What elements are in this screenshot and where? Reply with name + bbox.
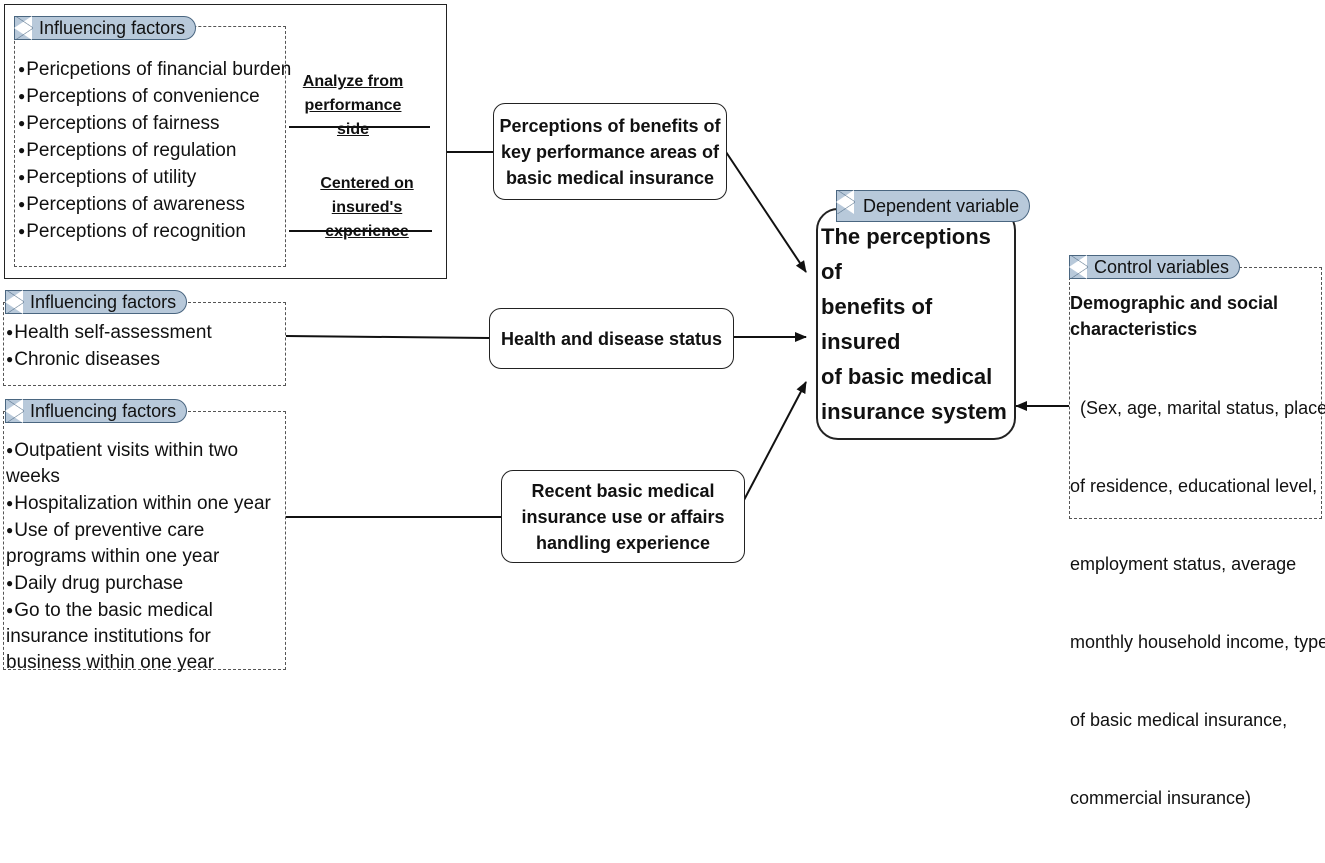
factor-institution-business: Go to the basic medical insurance instit… bbox=[6, 597, 282, 676]
factor-health-self-assessment: Health self-assessment bbox=[6, 319, 211, 346]
mediator-benefits-box: Perceptions of benefits of key performan… bbox=[493, 103, 727, 200]
arrow-recent-to-dependent bbox=[743, 381, 807, 501]
factor-recognition: Perceptions of recognition bbox=[18, 218, 291, 245]
dependent-variable-box: The perceptions of benefits of insured o… bbox=[816, 208, 1016, 440]
research-framework-diagram: Influencing factors Pericpetions of fina… bbox=[0, 0, 1325, 676]
factor-awareness: Perceptions of awareness bbox=[18, 191, 291, 218]
group3-factor-list: Outpatient visits within two weeks Hospi… bbox=[6, 437, 282, 676]
group1-tag: Influencing factors bbox=[14, 15, 197, 40]
recent-line3: handling experience bbox=[535, 532, 711, 553]
group2-tag: Influencing factors bbox=[5, 289, 188, 314]
arrow-benefits-to-dependent bbox=[725, 151, 807, 273]
factor-outpatient-visits: Outpatient visits within two weeks bbox=[6, 437, 282, 490]
mediator-recent-box: Recent basic medical insurance use or af… bbox=[501, 470, 745, 563]
factor-daily-drug-purchase: Daily drug purchase bbox=[6, 570, 282, 597]
group1-factor-list: Pericpetions of financial burden Percept… bbox=[18, 56, 291, 245]
connector-lines bbox=[285, 151, 1069, 518]
group3-tag: Influencing factors bbox=[5, 398, 188, 423]
connector-group2-to-health bbox=[285, 335, 490, 339]
dependent-line4: insurance system bbox=[821, 399, 1007, 424]
control-line3: employment status, average bbox=[1070, 554, 1297, 574]
factor-utility: Perceptions of utility bbox=[18, 164, 291, 191]
dependent-line2: benefits of insured bbox=[821, 294, 933, 354]
control-variables-tag: Control variables bbox=[1069, 254, 1241, 279]
control-line6: commercial insurance) bbox=[1070, 788, 1252, 808]
factor-regulation: Perceptions of regulation bbox=[18, 137, 291, 164]
control-heading: Demographic and social characteristics bbox=[1070, 290, 1278, 342]
factor-chronic-diseases: Chronic diseases bbox=[6, 346, 212, 373]
factor-hospitalization: Hospitalization within one year bbox=[6, 490, 282, 517]
control-line4: monthly household income, type bbox=[1070, 632, 1325, 652]
control-heading-line1: Demographic and social bbox=[1070, 293, 1279, 313]
note-performance-line2: performance side bbox=[304, 97, 402, 138]
note-performance-line1: Analyze from bbox=[302, 73, 404, 90]
control-line2: of residence, educational level, bbox=[1070, 476, 1318, 496]
factor-fairness: Perceptions of fairness bbox=[18, 110, 291, 137]
factor-financial-burden: Pericpetions of financial burden bbox=[18, 56, 291, 83]
control-details: (Sex, age, marital status, place of resi… bbox=[1070, 343, 1325, 863]
note-experience-line1: Centered on bbox=[320, 175, 414, 192]
note-experience-line2: insured's experience bbox=[325, 199, 409, 240]
note-insured-experience: Centered on insured's experience bbox=[289, 172, 445, 244]
benefits-line3: basic medical insurance bbox=[505, 167, 715, 188]
note-experience-rule bbox=[289, 230, 432, 232]
health-label: Health and disease status bbox=[500, 328, 723, 349]
factor-preventive-care: Use of preventive care programs within o… bbox=[6, 517, 282, 570]
recent-line1: Recent basic medical bbox=[531, 480, 715, 501]
note-performance-rule bbox=[289, 126, 430, 128]
control-line5: of basic medical insurance, bbox=[1070, 710, 1288, 730]
note-performance-side: Analyze from performance side bbox=[287, 70, 419, 142]
mediator-health-box: Health and disease status bbox=[489, 308, 734, 369]
control-heading-line2: characteristics bbox=[1070, 319, 1198, 339]
dependent-variable-tag: Dependent variable bbox=[836, 189, 1031, 222]
group2-factor-list: Health self-assessment Chronic diseases bbox=[6, 319, 212, 373]
recent-line2: insurance use or affairs bbox=[521, 506, 725, 527]
benefits-line1: Perceptions of benefits of bbox=[499, 115, 721, 136]
control-line1: (Sex, age, marital status, place bbox=[1070, 398, 1325, 418]
dependent-line3: of basic medical bbox=[821, 364, 993, 389]
factor-convenience: Perceptions of convenience bbox=[18, 83, 291, 110]
benefits-line2: key performance areas of bbox=[500, 141, 720, 162]
group1-outer-frame bbox=[4, 4, 447, 279]
dependent-line1: The perceptions of bbox=[821, 224, 991, 284]
